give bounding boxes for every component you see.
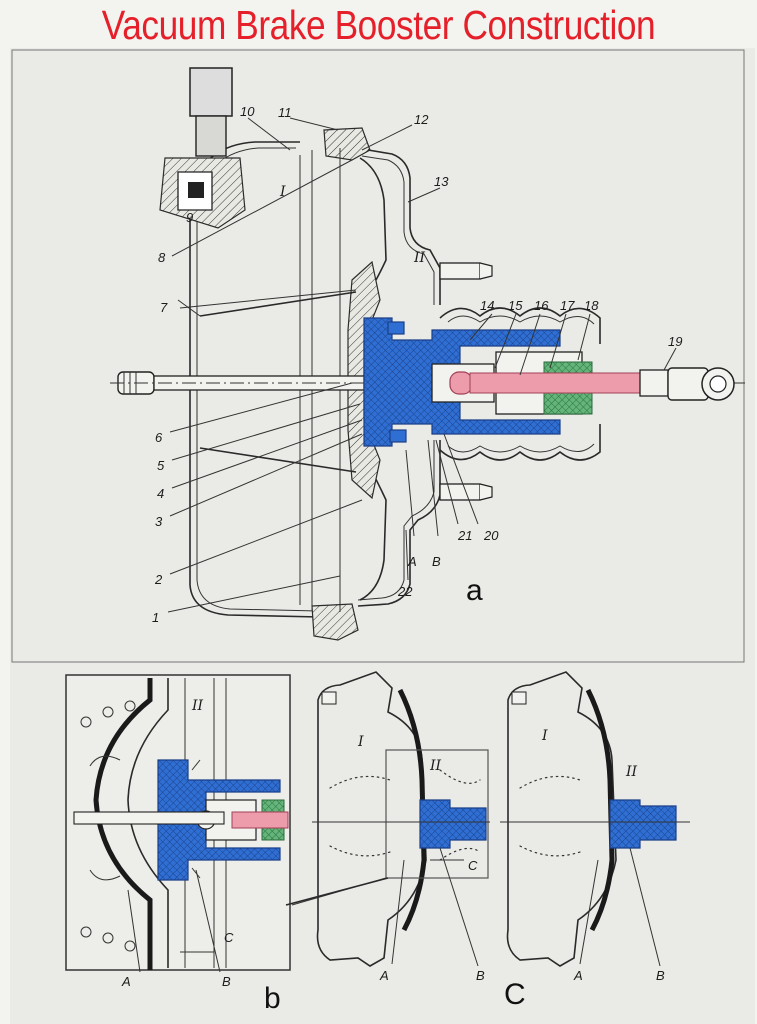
page-title: Vacuum Brake Booster Construction	[101, 2, 656, 48]
part-number-16: 16	[534, 298, 549, 313]
figure-a: 10 11 12 13 9 8 7 6 5 4 3 2 1 14 15 16 1…	[11, 49, 745, 663]
chamber-label-ii: II	[413, 250, 426, 266]
label-b-b: B	[222, 974, 231, 989]
chamber-label-cr-ii: II	[625, 764, 638, 780]
part-number-12: 12	[414, 112, 429, 127]
label-cl-c: C	[468, 858, 478, 873]
part-number-14: 14	[480, 298, 494, 313]
part-number-11: 11	[278, 105, 292, 120]
part-number-17: 17	[560, 298, 575, 313]
figure-c-right: I II A B	[500, 671, 690, 983]
leader-lines-a	[167, 117, 677, 613]
clamp-band-top	[323, 127, 371, 161]
part-number-6: 6	[155, 430, 163, 445]
input-push-rod	[469, 372, 641, 394]
label-b-c: C	[224, 930, 234, 945]
panel-label-a: a	[466, 574, 483, 607]
mounting-stud-top	[439, 262, 493, 280]
part-number-13: 13	[434, 174, 449, 189]
part-numbers-a: 10 11 12 13 9 8 7 6 5 4 3 2 1 14 15 16 1…	[152, 104, 682, 625]
part-number-4: 4	[157, 486, 164, 501]
diaphragm-b	[93, 678, 153, 970]
valve-body-c-left	[419, 799, 487, 849]
chamber-label-cl-i: I	[357, 734, 364, 750]
part-number-15: 15	[508, 298, 523, 313]
part-number-10: 10	[240, 104, 255, 119]
part-number-19: 19	[668, 334, 682, 349]
chamber-label-cl-ii: II	[429, 758, 442, 774]
chamber-label-i: I	[279, 184, 286, 200]
part-number-8: 8	[158, 250, 166, 265]
part-number-20: 20	[483, 528, 499, 543]
figure-b: A B C II b	[65, 674, 291, 1015]
valve-body-b	[157, 759, 281, 881]
rear-housing	[367, 149, 441, 305]
link-arrow	[285, 877, 389, 906]
figure-c-left: I II A B C	[291, 671, 490, 983]
part-number-22: 22	[397, 584, 413, 599]
part-number-5: 5	[157, 458, 165, 473]
label-cr-b: B	[656, 968, 665, 983]
chamber-label-cr-i: I	[541, 728, 548, 744]
part-number-1: 1	[152, 610, 159, 625]
part-number-18: 18	[584, 298, 599, 313]
label-cl-b: B	[476, 968, 485, 983]
part-number-7: 7	[160, 300, 168, 315]
chamber-label-b-ii: II	[191, 698, 204, 714]
part-number-9: 9	[186, 210, 193, 225]
valve-label-a: A	[407, 554, 417, 569]
valve-label-b: B	[432, 554, 441, 569]
panel-label-c: C	[504, 978, 526, 1011]
part-number-21: 21	[457, 528, 472, 543]
label-cr-a: A	[573, 968, 583, 983]
check-valve	[159, 67, 246, 229]
part-number-2: 2	[154, 572, 163, 587]
label-cl-a: A	[379, 968, 389, 983]
part-number-3: 3	[155, 514, 163, 529]
clamp-band-bottom	[311, 603, 359, 641]
label-b-a: A	[121, 974, 131, 989]
panel-label-b: b	[264, 982, 281, 1015]
mounting-stud-bottom	[439, 483, 493, 501]
valve-body-c-right	[609, 799, 677, 849]
protective-boot	[439, 307, 601, 461]
